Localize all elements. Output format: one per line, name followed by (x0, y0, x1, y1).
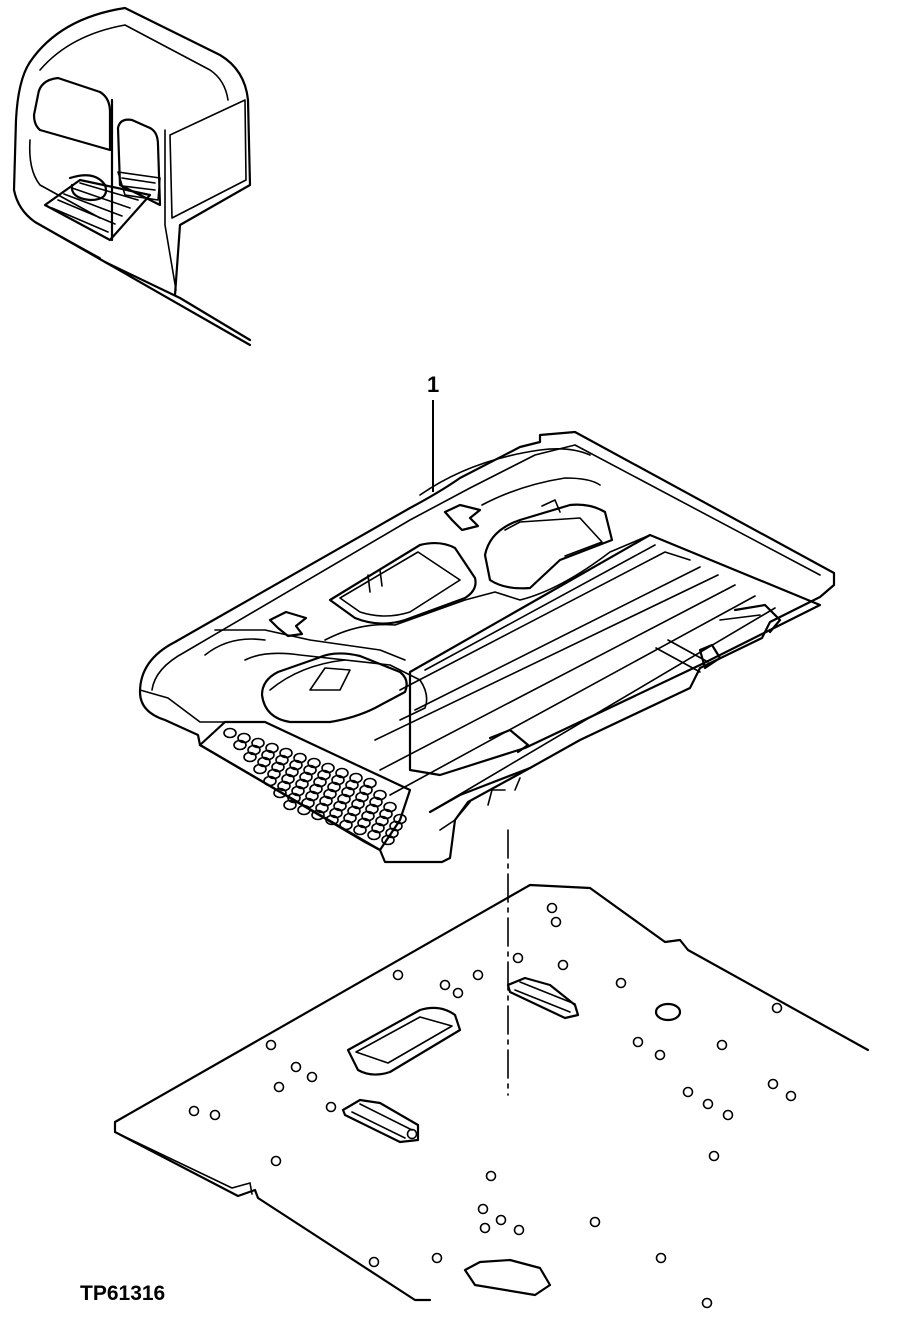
mounting-hole (708, 1150, 720, 1162)
mounting-hole (654, 1049, 666, 1061)
mounting-hole (615, 977, 627, 989)
mounting-hole (716, 1039, 728, 1051)
texture-dot (243, 751, 257, 763)
mounting-hole (479, 1222, 491, 1234)
mounting-hole (767, 1078, 779, 1090)
mounting-hole (209, 1109, 221, 1121)
mounting-hole (392, 969, 404, 981)
texture-dot (325, 814, 339, 826)
mounting-hole (325, 1101, 337, 1113)
mounting-hole (290, 1061, 302, 1073)
cab-floor-mat-highlight (43, 171, 161, 242)
mounting-hole (513, 1224, 525, 1236)
callout-label: 1 (427, 372, 439, 397)
mounting-hole (306, 1071, 318, 1083)
texture-dot (367, 829, 381, 841)
texture-dot (253, 763, 267, 775)
texture-dot (297, 804, 311, 816)
mounting-hole (722, 1109, 734, 1121)
texture-dot (263, 775, 277, 787)
texture-dot (353, 824, 367, 836)
mounting-hole (701, 1297, 713, 1309)
cab-location-thumbnail (12, 6, 252, 347)
mounting-hole (265, 1039, 277, 1051)
mounting-hole (546, 902, 558, 914)
mounting-hole (439, 979, 451, 991)
texture-dot (233, 739, 247, 751)
cab-floor-plate (113, 883, 870, 1309)
mounting-hole (550, 916, 562, 928)
callout-1: 1 (427, 372, 439, 492)
mounting-hole (512, 952, 524, 964)
figure-id: TP61316 (80, 1282, 165, 1305)
mounting-hole (557, 959, 569, 971)
floor-mat (138, 430, 836, 864)
mounting-hole (485, 1170, 497, 1182)
mounting-hole (368, 1256, 380, 1268)
texture-dot (311, 809, 325, 821)
mounting-hole (771, 1002, 783, 1014)
texture-dot (283, 799, 297, 811)
mounting-hole (655, 1252, 667, 1264)
texture-dot (223, 727, 237, 739)
mounting-hole (495, 1214, 507, 1226)
texture-dot (339, 819, 353, 831)
mounting-hole (406, 1128, 418, 1140)
mounting-hole (273, 1081, 285, 1093)
mounting-hole (188, 1105, 200, 1117)
mounting-hole (785, 1090, 797, 1102)
textured-step-area (198, 720, 412, 852)
mounting-hole (472, 969, 484, 981)
mounting-hole (452, 987, 464, 999)
texture-dot (273, 787, 287, 799)
mounting-hole (431, 1252, 443, 1264)
mounting-hole (477, 1203, 489, 1215)
mounting-hole (270, 1155, 282, 1167)
mounting-hole (632, 1036, 644, 1048)
mounting-hole (682, 1086, 694, 1098)
texture-dot (381, 834, 395, 846)
mounting-hole (702, 1098, 714, 1110)
mounting-hole (589, 1216, 601, 1228)
